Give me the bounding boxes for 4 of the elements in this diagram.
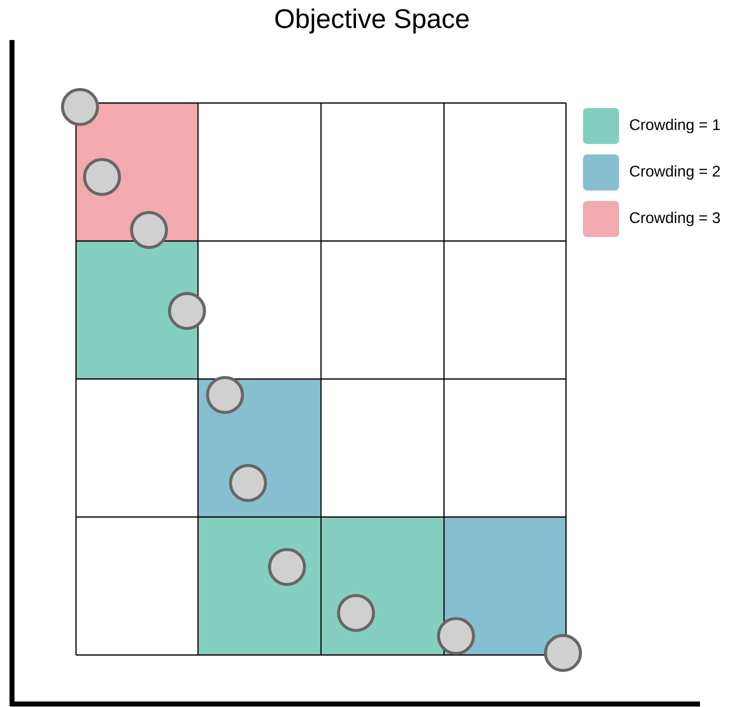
legend-label: Crowding = 3 (630, 212, 720, 226)
chart-title: Objective Space (275, 8, 469, 34)
legend-label: Crowding = 1 (630, 118, 720, 134)
legend-label: Crowding = 2 (630, 165, 720, 180)
